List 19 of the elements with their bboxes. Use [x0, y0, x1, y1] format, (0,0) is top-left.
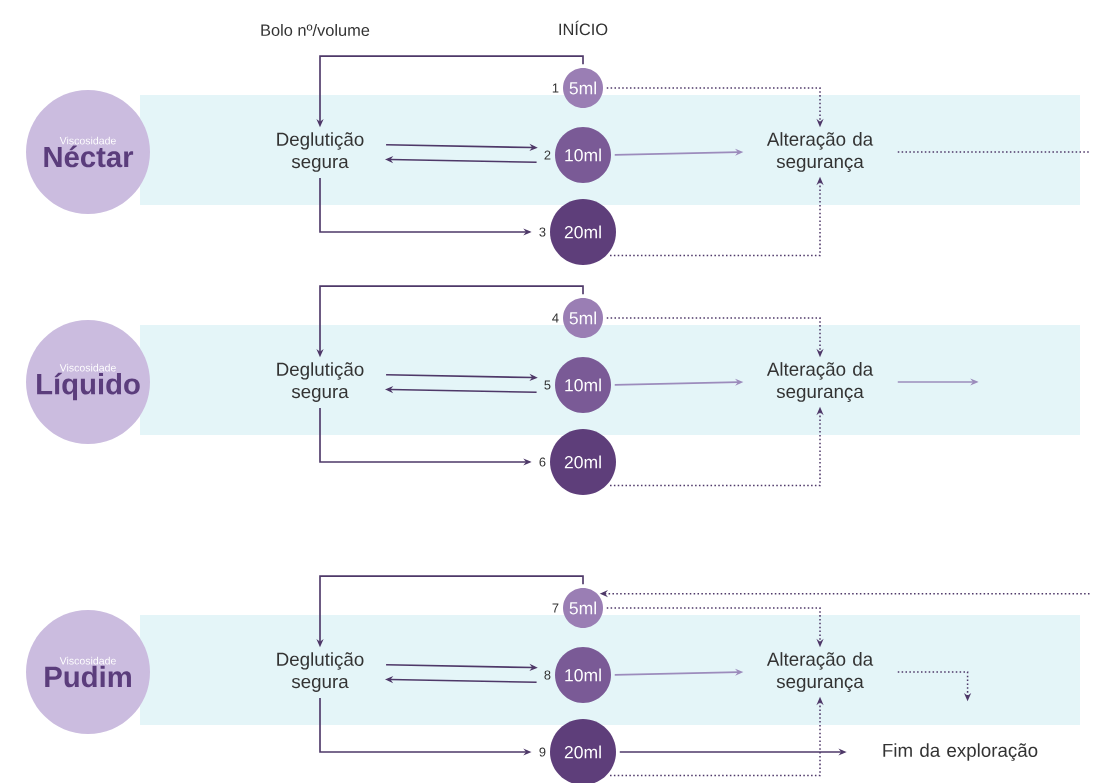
step-number: 4	[552, 313, 559, 323]
step-number: 6	[539, 457, 546, 467]
step-number: 9	[539, 747, 546, 757]
step-text: Alteração da segurança	[766, 652, 874, 692]
step-number: 7	[552, 603, 559, 613]
step-number: 3	[539, 227, 546, 237]
step-text: Deglutição segura	[277, 132, 364, 172]
step-number: 1	[552, 83, 559, 93]
step-number: 5	[544, 380, 551, 390]
heading-label: INÍCIO	[559, 20, 608, 36]
step-text: Alteração da segurança	[766, 132, 874, 172]
step-text: Deglutição segura	[277, 362, 364, 402]
dotted-connector-line	[897, 151, 1092, 153]
step-text: Deglutição segura	[277, 652, 364, 692]
step-number: 2	[544, 150, 551, 160]
end-text: Fim da exploração	[883, 743, 1038, 761]
step-text: Alteração da segurança	[766, 362, 874, 402]
heading-label: Bolo nº/volume	[261, 24, 370, 37]
step-number: 8	[544, 670, 551, 680]
